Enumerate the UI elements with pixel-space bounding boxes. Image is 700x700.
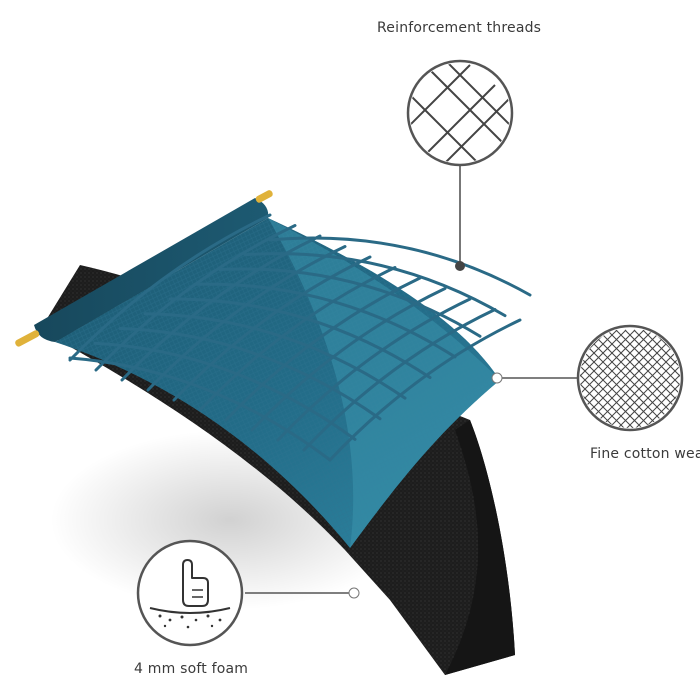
fabric-roll [34,198,269,342]
finger-press-foam-icon [136,539,244,647]
reinforcement-thread [93,341,357,441]
weave-callout-dot [491,372,503,384]
reinforcement-thread [218,267,482,338]
reinforcement-thread [193,282,457,359]
reinforcement-thread [143,312,407,400]
reinforcement-cross-thread [68,213,272,362]
reinforcement-cross-thread [328,318,522,462]
soft-foam-label: 4 mm soft foam [134,661,249,677]
fine-cotton-weave-label: Fine cotton weave [590,446,700,462]
reinforcement-thread [243,252,507,318]
reinforcement-cross-thread [172,255,372,402]
rod-left [15,330,40,347]
reinforcement-thread [118,327,382,421]
foam-callout-dot [348,587,360,599]
reinforcement-threads-label: Reinforcement threads [377,20,542,36]
reinforcement-cross-thread [302,308,497,452]
reinforcement-cross-thread [94,224,297,372]
reinforcement-cross-thread [224,276,422,422]
reinforcement-callout-dot [455,261,465,271]
reinforcement-cross-thread [276,297,472,442]
reinforcement-thread-grid [68,213,532,462]
reinforcement-cross-thread [198,266,397,412]
reinforcement-thread [268,236,532,297]
reinforcement-cross-thread [146,245,347,392]
callout-lines [245,165,578,594]
crossed-threads-icon [406,59,514,167]
rod-right [255,190,273,203]
reinforcement-cross-thread [120,234,322,382]
reinforcement-cross-thread [250,287,447,432]
foam-side-edge [445,420,515,675]
